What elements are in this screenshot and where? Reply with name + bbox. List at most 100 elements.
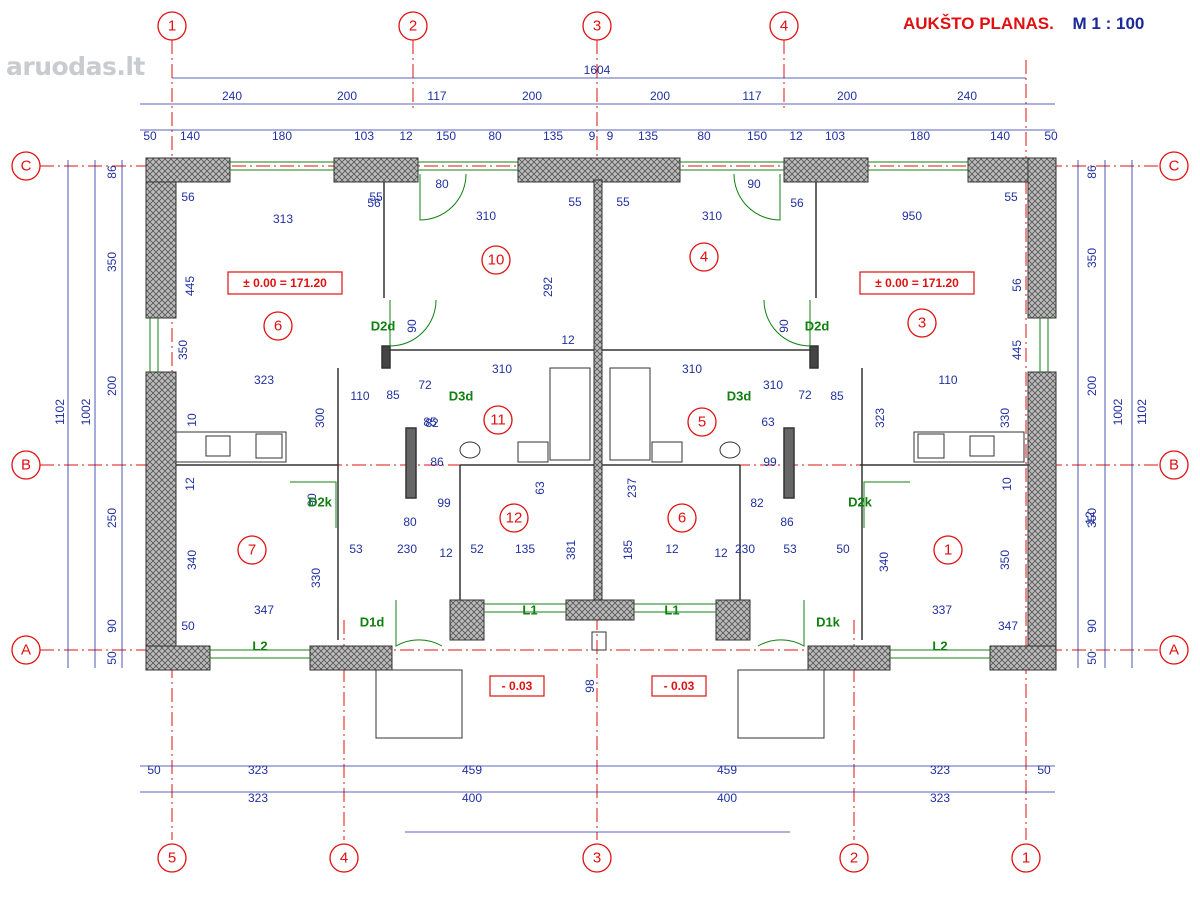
dimension-value: 85 — [830, 389, 844, 403]
windows — [149, 161, 1049, 659]
dimension-value: 10 — [1000, 477, 1014, 491]
dimension-value: 445 — [1010, 340, 1024, 360]
door-mark: L1 — [522, 603, 537, 618]
interior-walls — [176, 182, 1028, 640]
dimension-value: 117 — [742, 89, 761, 103]
axis-bubble — [157, 11, 187, 41]
dimension-value: 459 — [462, 763, 482, 777]
dimension-value: 50 — [1044, 129, 1058, 143]
dimension-value: 200 — [522, 89, 542, 103]
dimension-value: 1002 — [1111, 398, 1125, 425]
dimension-value: 90 — [405, 319, 419, 333]
dimension-value: 310 — [763, 378, 783, 392]
dimension-value: 12 — [439, 546, 453, 560]
axis-bubble — [582, 843, 612, 873]
dimension-value: 350 — [1085, 248, 1099, 268]
dimension-value: 310 — [682, 362, 702, 376]
room-number: 12 — [506, 510, 523, 527]
dimension-value: 150 — [747, 129, 767, 143]
room-number-badge — [687, 407, 717, 437]
dimension-value: 63 — [533, 481, 547, 495]
dimension-value: 12 — [789, 129, 803, 143]
room-number-badge — [933, 535, 963, 565]
dimension-value: 400 — [462, 791, 482, 805]
dimension-value: 350 — [998, 550, 1012, 570]
door-mark: D3d — [449, 389, 474, 404]
dimension-value: 292 — [541, 277, 555, 297]
room-number-badge — [907, 308, 937, 338]
dimension-value: 12 — [561, 333, 575, 347]
dimension-value: 12 — [665, 542, 679, 556]
dimension-value: 12 — [714, 546, 728, 560]
axis-label: 4 — [780, 18, 788, 35]
axis-bubble — [769, 11, 799, 41]
door-mark: D2k — [308, 495, 333, 510]
plan-title: AUKŠTO PLANAS. M 1 : 100 — [903, 14, 1144, 34]
dimension-value: 72 — [798, 388, 812, 402]
room-number: 6 — [678, 510, 686, 527]
axis-bubble — [157, 843, 187, 873]
dimension-value: 99 — [437, 496, 451, 510]
dimension-value: 950 — [902, 209, 922, 223]
axis-bubble — [11, 151, 41, 181]
dimension-value: 310 — [702, 209, 722, 223]
dimension-value: 85 — [386, 388, 400, 402]
dimension-value: 80 — [403, 515, 417, 529]
dimension-value: 135 — [638, 129, 658, 143]
dimension-value: 86 — [105, 165, 119, 179]
room-number: 7 — [248, 542, 256, 559]
dimension-value: 323 — [254, 373, 274, 387]
dimension-value: 9 — [607, 129, 614, 143]
door-mark: D2d — [805, 319, 830, 334]
dimension-value: 230 — [735, 542, 755, 556]
dimension-value: 300 — [313, 408, 327, 428]
room-number: 4 — [700, 249, 708, 266]
dimension-value: 313 — [273, 212, 293, 226]
dimension-value: 90 — [777, 319, 791, 333]
dimension-value: 323 — [873, 408, 887, 428]
dimension-lines — [67, 77, 1133, 833]
room-number: 11 — [490, 412, 506, 429]
dimension-value: 135 — [543, 129, 563, 143]
axis-bubble — [11, 450, 41, 480]
dimension-value: 50 — [181, 619, 195, 633]
dimension-value: 1102 — [53, 399, 67, 425]
axis-label: C — [1169, 158, 1180, 175]
dimension-value: 1102 — [1135, 399, 1149, 425]
dimension-value: 72 — [418, 378, 432, 392]
door-mark: D2k — [848, 495, 873, 510]
door-mark: D2d — [371, 319, 396, 334]
level-mark: - 0.03 — [502, 679, 533, 693]
dimension-value: 185 — [621, 540, 635, 560]
axis-bubble — [1159, 151, 1189, 181]
axis-label: 1 — [1022, 850, 1030, 867]
dimension-value: 56 — [1010, 278, 1024, 292]
dimension-value: 82 — [425, 416, 439, 430]
level-mark: - 0.03 — [664, 679, 695, 693]
room-number: 3 — [918, 315, 926, 332]
fixtures — [175, 367, 1025, 739]
dimension-value: 85 — [423, 415, 437, 429]
dimension-value: 350 — [1085, 508, 1099, 528]
axis-bubble — [1011, 843, 1041, 873]
level-mark-box — [859, 271, 975, 295]
dimension-value: 103 — [825, 129, 845, 143]
axis-label: 4 — [340, 850, 348, 867]
room-number: 1 — [944, 542, 952, 559]
dimension-value: 347 — [998, 619, 1018, 633]
door-swings — [290, 173, 910, 647]
door-mark: D3d — [727, 389, 752, 404]
dimension-value: 90 — [747, 177, 761, 191]
dimension-value: 135 — [515, 542, 535, 556]
room-number: 10 — [488, 252, 505, 269]
dimension-value: 200 — [105, 376, 119, 396]
dimension-value: 99 — [763, 455, 777, 469]
dimension-value: 12 — [183, 477, 197, 491]
level-mark: ± 0.00 = 171.20 — [243, 276, 327, 290]
dimension-value: 56 — [367, 196, 381, 210]
level-labels: ± 0.00 = 171.20± 0.00 = 171.20- 0.03- 0.… — [227, 271, 975, 697]
dimension-value: 330 — [309, 568, 323, 588]
